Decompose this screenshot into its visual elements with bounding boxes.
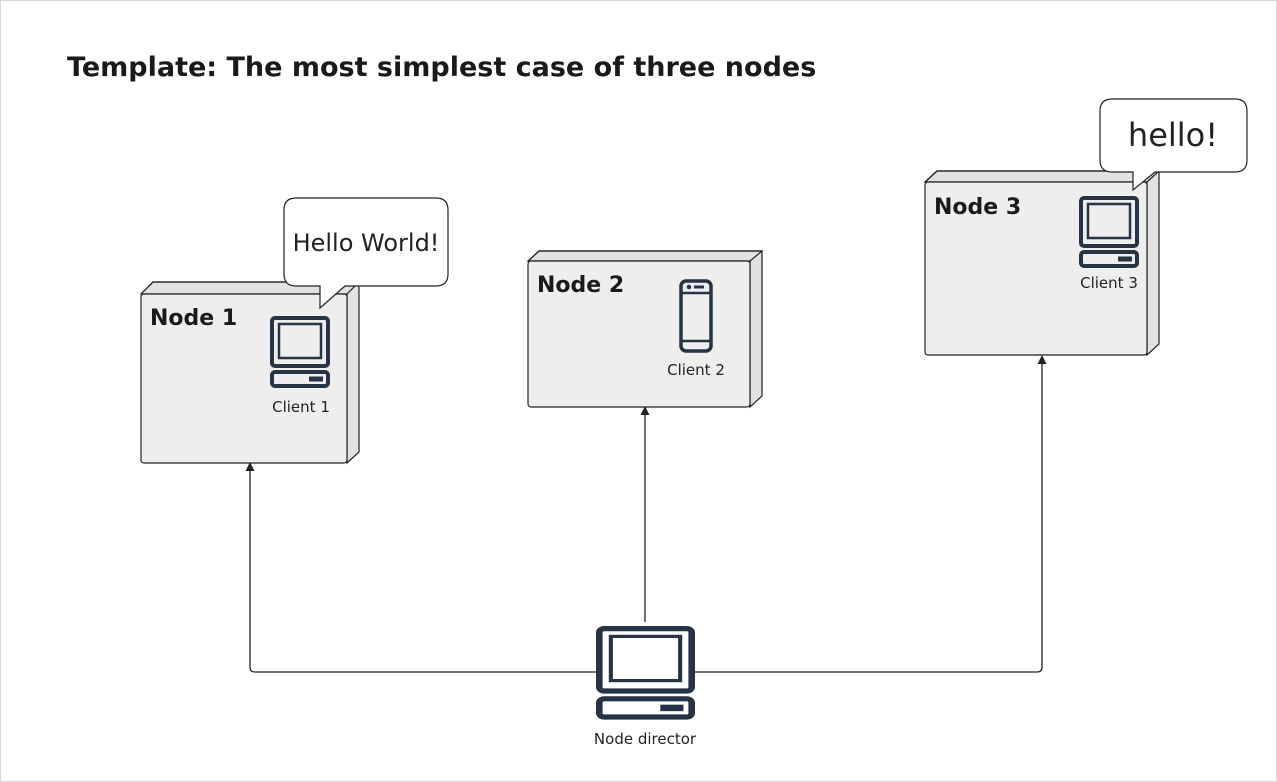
node-1-label: Node 1 [150, 306, 237, 331]
node-3[interactable]: Node 3 Client 3 [923, 170, 1161, 357]
node-1[interactable]: Node 1 Client 1 [139, 281, 361, 465]
connectors [245, 355, 1047, 673]
edge-director-to-node-1 [249, 470, 596, 673]
edge-director-to-node-3 [694, 363, 1043, 673]
arrowhead-node-3 [1037, 355, 1047, 364]
speech-bubble-node-3: hello! [1099, 98, 1248, 192]
client-2-label: Client 2 [667, 361, 725, 379]
speech-bubble-text: Hello World! [293, 229, 440, 257]
client-3-label: Client 3 [1080, 274, 1138, 292]
desktop-computer-icon [599, 629, 691, 717]
node-director-label: Node director [594, 730, 697, 748]
diagram-title: Template: The most simplest case of thre… [67, 52, 816, 83]
arrowhead-node-1 [245, 462, 255, 471]
node-director[interactable]: Node director [594, 629, 697, 748]
speech-bubble-node-1: Hello World! [283, 197, 449, 310]
node-2[interactable]: Node 2 Client 2 [526, 250, 764, 409]
client-1-label: Client 1 [272, 398, 330, 416]
speech-bubble-text: hello! [1128, 116, 1218, 154]
arrowhead-node-2 [640, 406, 650, 415]
node-2-label: Node 2 [537, 273, 624, 298]
node-3-label: Node 3 [934, 195, 1021, 220]
